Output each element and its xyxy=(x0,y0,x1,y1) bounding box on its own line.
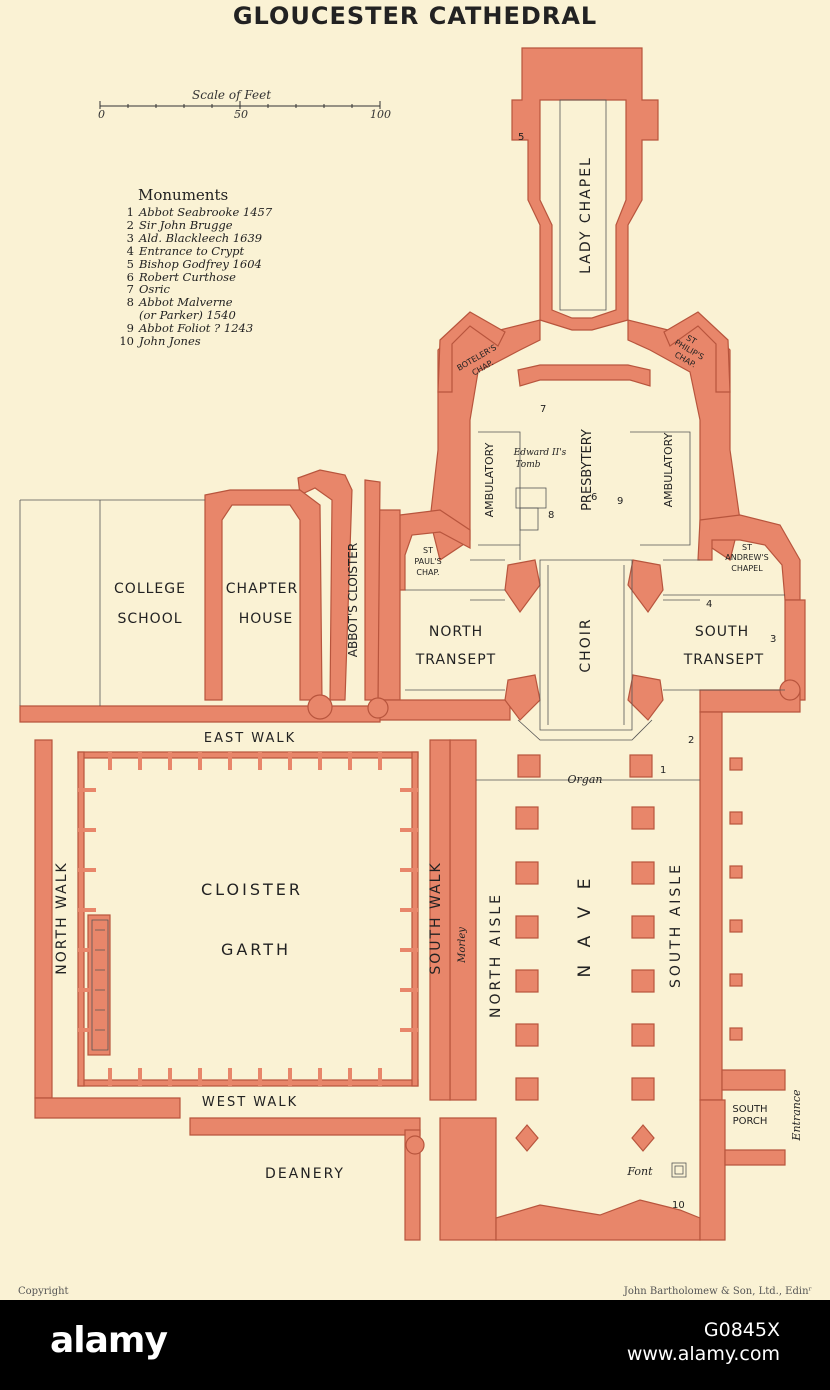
label-south-porch-2: PORCH xyxy=(733,1116,768,1127)
scale-tick-100: 100 xyxy=(370,108,391,121)
marker-9: 9 xyxy=(617,496,623,507)
label-east-walk: EAST WALK xyxy=(204,731,296,746)
marker-3: 3 xyxy=(770,634,776,645)
marker-4: 4 xyxy=(706,599,712,610)
label-organ: Organ xyxy=(568,773,603,786)
label-house: HOUSE xyxy=(239,611,294,627)
label-chapter: CHAPTER xyxy=(226,581,298,597)
plan-labels: LADY CHAPEL BOTELER'S CHAP. ST PHILIP'S … xyxy=(54,132,803,1211)
label-st-andrews-3: CHAPEL xyxy=(731,564,763,573)
label-st-andrews-1: ST xyxy=(742,543,752,552)
scale-tick-50: 50 xyxy=(234,108,248,121)
marker-8: 8 xyxy=(548,510,554,521)
stock-site: www.alamy.com xyxy=(626,1343,780,1365)
monument-item: (or Parker) 1540 xyxy=(139,308,236,323)
label-morley: Morley xyxy=(457,927,468,964)
marker-10: 10 xyxy=(672,1200,685,1211)
label-st-pauls-2: PAUL'S xyxy=(414,557,441,566)
label-st-andrews-2: ANDREW'S xyxy=(725,553,768,562)
label-edward-tomb-1: Edward II's xyxy=(513,448,567,458)
label-garth: GARTH xyxy=(221,940,291,959)
marker-2: 2 xyxy=(688,735,694,746)
label-south-transept-1: SOUTH xyxy=(695,624,749,640)
marker-7: 7 xyxy=(540,404,546,415)
stock-logo: alamy xyxy=(50,1320,168,1361)
stock-id-block: G0845X www.alamy.com xyxy=(627,1318,780,1366)
label-north-transept-2: TRANSEPT xyxy=(415,652,497,668)
label-ambulatory-south: AMBULATORY xyxy=(662,432,675,507)
label-presbytery: PRESBYTERY xyxy=(580,429,595,511)
label-north-aisle: NORTH AISLE xyxy=(488,892,504,1018)
label-south-walk: SOUTH WALK xyxy=(428,861,444,974)
label-north-transept-1: NORTH xyxy=(429,624,483,640)
scale-tick-0: 0 xyxy=(98,108,105,121)
label-nave: N A V E xyxy=(575,873,595,978)
label-font: Font xyxy=(626,1165,653,1178)
label-west-walk: WEST WALK xyxy=(202,1095,298,1110)
fine-lines xyxy=(19,99,785,1178)
label-abbots-cloister: ABBOT'S CLOISTER xyxy=(346,543,360,657)
cathedral-plan: LADY CHAPEL BOTELER'S CHAP. ST PHILIP'S … xyxy=(19,47,806,1241)
footer-copyright: Copyright xyxy=(18,1286,69,1297)
cloister-tracery xyxy=(78,752,418,1086)
label-choir: CHOIR xyxy=(578,617,594,672)
monuments-title: Monuments xyxy=(138,186,229,204)
stock-image-id: G0845X xyxy=(703,1319,780,1341)
marker-6: 6 xyxy=(591,492,597,503)
map-sheet: GLOUCESTER CATHEDRAL Scale of Feet 0 50 … xyxy=(18,2,812,1297)
stock-footer-bar xyxy=(0,1300,830,1390)
label-south-porch-1: SOUTH xyxy=(732,1104,767,1115)
label-college: COLLEGE xyxy=(114,581,186,597)
label-deanery: DEANERY xyxy=(265,1166,345,1182)
footer-publisher: John Bartholomew & Son, Ltd., Edinʳ xyxy=(623,1286,812,1297)
label-st-philips-1: ST xyxy=(685,333,698,346)
map-title: GLOUCESTER CATHEDRAL xyxy=(232,2,598,30)
marker-5: 5 xyxy=(518,132,524,143)
label-school: SCHOOL xyxy=(117,611,182,627)
label-cloister: CLOISTER xyxy=(201,880,303,899)
label-st-pauls-3: CHAP. xyxy=(416,568,439,577)
label-ambulatory-north: AMBULATORY xyxy=(483,442,496,517)
label-lady-chapel: LADY CHAPEL xyxy=(578,156,594,274)
label-north-walk: NORTH WALK xyxy=(54,861,70,974)
marker-1: 1 xyxy=(660,765,666,776)
label-st-pauls-1: ST xyxy=(423,546,433,555)
label-entrance: Entrance xyxy=(790,1089,803,1142)
scale-title: Scale of Feet xyxy=(192,88,272,102)
label-edward-tomb-2: Tomb xyxy=(515,460,540,470)
label-south-transept-2: TRANSEPT xyxy=(683,652,765,668)
label-south-aisle: SOUTH AISLE xyxy=(668,862,684,988)
walls xyxy=(19,47,806,1241)
